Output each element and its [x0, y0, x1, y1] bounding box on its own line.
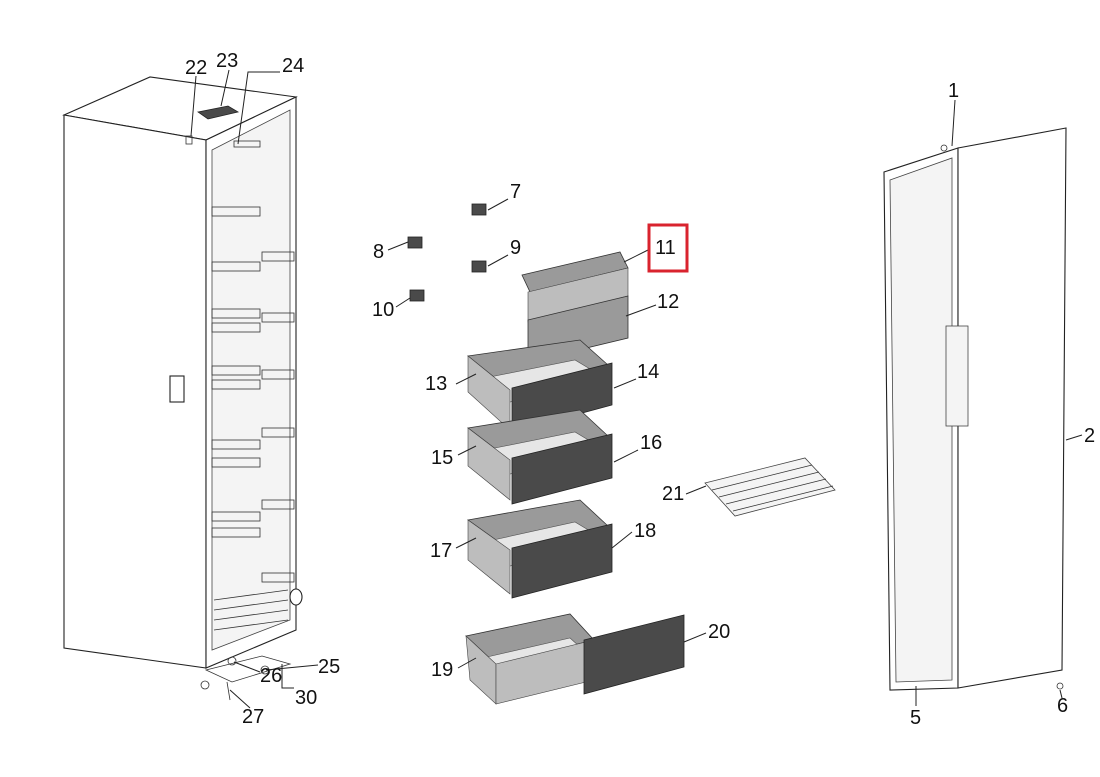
callout-1: 1 [948, 80, 959, 102]
clip-parts [407, 203, 487, 302]
drawer-front-20 [583, 614, 685, 695]
callout-11: 11 [655, 237, 676, 259]
callout-24: 24 [282, 55, 304, 77]
callout-25: 25 [318, 656, 340, 678]
clip-8-part [407, 236, 423, 249]
leader-lines [190, 69, 1083, 709]
clip-10-part [409, 289, 425, 302]
callout-8: 8 [373, 241, 384, 263]
callout-17: 17 [430, 540, 452, 562]
callout-23: 23 [216, 50, 238, 72]
drawer-front-18 [511, 523, 613, 599]
cabinet [62, 76, 303, 701]
callout-5: 5 [910, 707, 921, 729]
callout-19: 19 [431, 659, 453, 681]
callout-30: 30 [295, 687, 317, 709]
highlight-box [647, 223, 689, 273]
clip-7-part [471, 203, 487, 216]
callout-10: 10 [372, 299, 394, 321]
callout-13: 13 [425, 373, 447, 395]
clip-9-part [471, 260, 487, 273]
callout-2: 2 [1084, 425, 1095, 447]
door [883, 127, 1067, 691]
callout-16: 16 [640, 432, 662, 454]
callout-22: 22 [185, 57, 207, 79]
callout-6: 6 [1057, 695, 1068, 717]
callout-18: 18 [634, 520, 656, 542]
callout-7: 7 [510, 181, 521, 203]
drawer-front-14 [511, 362, 613, 433]
callout-27: 27 [242, 706, 264, 728]
drawer-front-16 [511, 433, 613, 505]
callout-26: 26 [260, 665, 282, 687]
callout-14: 14 [637, 361, 659, 383]
callout-15: 15 [431, 447, 453, 469]
callout-12: 12 [657, 291, 679, 313]
callout-labels: 22 23 24 1 2 5 6 7 8 9 10 11 12 13 14 15… [185, 50, 1095, 729]
top-cover-part [197, 105, 240, 120]
callout-21: 21 [662, 483, 684, 505]
callout-20: 20 [708, 621, 730, 643]
drawers [465, 251, 685, 705]
callout-9: 9 [510, 237, 521, 259]
wire-shelf-21 [704, 457, 836, 517]
